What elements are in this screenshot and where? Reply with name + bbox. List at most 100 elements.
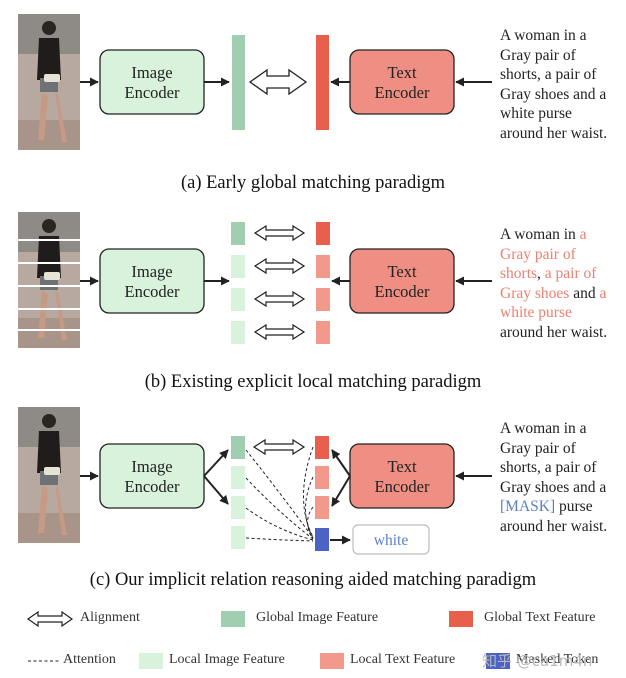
encoder-to-global-feature-arrow [203,449,229,477]
legend-global-text-label: Global Text Feature [484,610,596,625]
caption-panel-a: (a) Early global matching paradigm [180,173,446,193]
attention-line [245,449,314,539]
attention-line [245,477,314,540]
local-image-feature-block [231,526,245,549]
alignment-double-arrow [253,257,306,275]
attention-line [303,446,314,538]
global-text-feature-bar [316,35,329,130]
highlighted-phrase: a Gray pair of shorts [500,226,587,283]
alignment-double-arrow [253,290,306,308]
pedestrian-photo [18,14,80,150]
global-image-feature-block [231,436,245,459]
text-encoder-to-local-feature-arrow [331,475,351,507]
description-text: , [537,265,545,283]
legend-alignment-label: Alignment [80,610,140,625]
watermark: 知乎 @ca1m4n [482,652,593,670]
masked-token-block [315,528,329,551]
text-encoder-box [349,49,455,115]
label-line: Image [131,63,172,82]
image-encoder-box [99,248,205,314]
label-line: Encoder [375,83,430,102]
pedestrian-photo-striped [18,212,80,348]
legend-local-text-label: Local Text Feature [350,652,456,667]
label-line: Encoder [125,282,180,301]
alignment-double-arrow [252,438,306,456]
attention-line [245,537,314,542]
local-image-feature-block [231,255,245,278]
label-line: Image [131,457,172,476]
local-image-feature-block [231,288,245,311]
label-line: Text [387,63,417,82]
label-line: Encoder [375,477,430,496]
legend-local-image-swatch [139,653,163,669]
highlighted-phrase: a pair of Gray shoes [500,265,597,302]
text-encoder-box [349,443,455,509]
alignment-double-arrow [253,323,306,341]
text-description-panel-c: A woman in a Gray pair of shorts, a pair… [500,419,626,537]
text-encoder-box [349,248,455,314]
label-line: Text [387,262,417,281]
predicted-token-box [352,524,430,555]
label-line: Text [387,457,417,476]
label-line: Image [131,262,172,281]
local-text-feature-block [316,288,330,311]
legend-alignment-icon [26,610,74,628]
global-text-feature-block [316,222,330,245]
mask-token-text: [MASK] [500,498,556,516]
local-image-feature-block [231,466,245,489]
image-encoder-box [99,443,205,509]
description-text: A woman in a Gray pair of shorts, a pair… [500,420,607,496]
legend-attention-label: Attention [63,652,116,667]
legend-local-image-label: Local Image Feature [169,652,285,667]
label-line: Encoder [125,477,180,496]
local-text-feature-block [316,255,330,278]
description-text: and [569,284,600,302]
alignment-double-arrow [248,68,308,96]
encoder-to-local-feature-arrow [203,475,229,505]
global-image-feature-block [231,222,245,245]
legend-global-image-swatch [221,611,245,627]
description-text: around her waist. [500,323,608,341]
text-encoder-to-global-feature-arrow [331,449,351,477]
description-text: A woman in [500,226,580,243]
label-line: Encoder [125,83,180,102]
attention-line [307,506,314,540]
caption-panel-c: (c) Our implicit relation reasoning aide… [89,570,537,590]
alignment-double-arrow [253,224,306,242]
legend-masked-token-swatch [486,653,510,669]
global-text-feature-block [315,436,329,459]
text-description-panel-a: A woman in a Gray pair of shorts, a pair… [500,26,626,144]
predicted-token-label: white [374,532,409,549]
local-text-feature-block [316,321,330,344]
attention-line [305,476,314,539]
legend-masked-token-label: Masked Token [516,652,599,667]
caption-panel-b: (b) Existing explicit local matching par… [144,372,482,392]
attention-lines [245,446,314,542]
highlighted-phrase: a white purse [500,284,607,322]
legend-local-text-swatch [320,653,344,669]
text-description-panel-b: A woman in a Gray pair of shorts, a pair… [500,225,626,343]
local-text-feature-block [315,466,329,489]
local-image-feature-block [231,321,245,344]
image-encoder-box [99,49,205,115]
description-text: A woman in a Gray pair of shorts, a pair… [500,27,608,142]
pedestrian-photo [18,407,80,543]
description-text: purse around her waist. [500,498,608,535]
local-text-feature-block [315,496,329,519]
legend-global-text-swatch [449,611,473,627]
legend-global-image-label: Global Image Feature [256,610,379,625]
label-line: Encoder [375,282,430,301]
legend [26,610,510,669]
local-image-feature-block [231,496,245,519]
attention-line [245,507,314,541]
